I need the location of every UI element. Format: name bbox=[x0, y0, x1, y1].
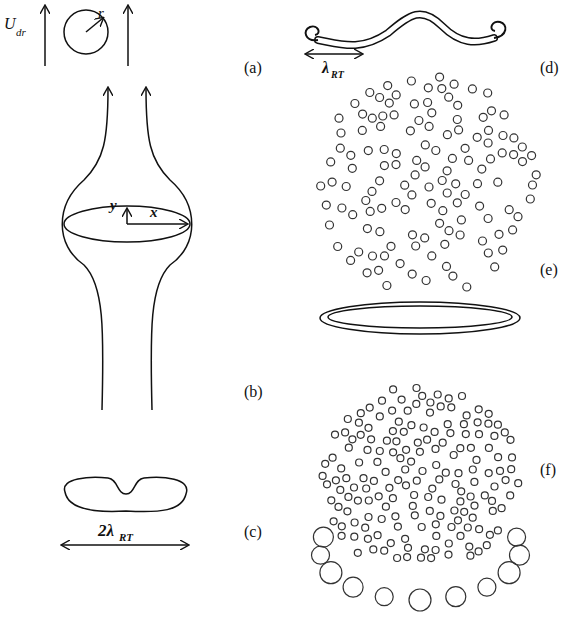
symbol-label: λ bbox=[322, 60, 329, 76]
droplets bbox=[312, 73, 541, 611]
symbol-label: dr bbox=[16, 27, 26, 38]
panel-label: (b) bbox=[244, 384, 263, 400]
symbol-label: y bbox=[110, 198, 117, 213]
panel-label: (a) bbox=[244, 60, 262, 76]
panel-a bbox=[45, 6, 128, 66]
panel-c bbox=[62, 477, 188, 545]
panel-e bbox=[320, 302, 520, 334]
symbol-label: RT bbox=[119, 532, 133, 543]
panel-label: (f) bbox=[540, 462, 556, 478]
symbol-label: U bbox=[4, 16, 16, 32]
symbol-label: x bbox=[150, 205, 158, 220]
panel-label: (d) bbox=[540, 60, 559, 76]
panel-b bbox=[62, 88, 192, 410]
panel-label: (e) bbox=[540, 262, 558, 278]
panel-label: (c) bbox=[244, 524, 262, 540]
panel-d bbox=[306, 14, 506, 54]
symbol-label: RT bbox=[331, 70, 344, 80]
symbol-label: r bbox=[98, 6, 104, 21]
symbol-label: 2λ bbox=[98, 522, 114, 539]
